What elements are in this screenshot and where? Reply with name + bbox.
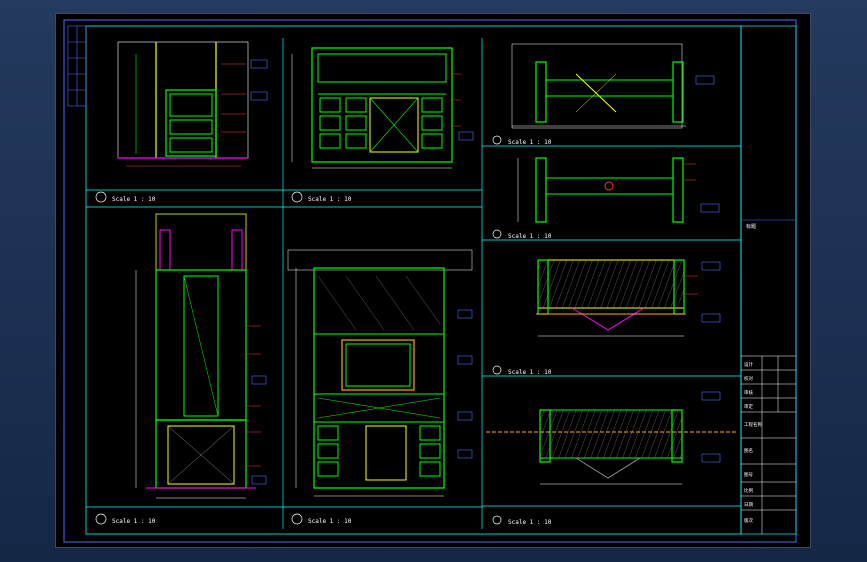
title-block-project: 标题 — [746, 223, 756, 230]
panel-8-scale: Scale 1 : 10 — [308, 518, 352, 525]
panel-grid — [86, 38, 741, 529]
tb-row-drawing-name: 图名 — [744, 447, 753, 454]
panel-1-drawing — [117, 41, 268, 167]
panel-5-drawing — [536, 259, 721, 337]
drawing-sheet[interactable]: Scale 1 : 10 — [55, 13, 811, 548]
panel-1-title: Scale 1 : 10 — [95, 191, 156, 203]
tb-row-review: 审核 — [744, 389, 753, 396]
panel-6-drawing — [486, 391, 736, 485]
panel-2-drawing — [291, 47, 474, 169]
panel-7-drawing — [135, 213, 267, 499]
title-block: 标题 设计 校对 审核 审定 工程名称 图名 图号 比例 日期 版次 — [740, 25, 797, 535]
panel-1-scale: Scale 1 : 10 — [112, 196, 156, 203]
tb-row-scale: 比例 — [744, 487, 753, 494]
tb-row-drawing-no: 图号 — [744, 472, 753, 478]
panel-3-scale: Scale 1 : 10 — [508, 139, 552, 146]
panel-8-title: Scale 1 : 10 — [291, 513, 352, 525]
panel-4-title: Scale 1 : 10 — [492, 229, 552, 240]
panel-4-drawing — [517, 157, 720, 223]
tb-row-design: 设计 — [744, 361, 753, 368]
panel-8-drawing — [287, 249, 473, 497]
drawing-canvas: Scale 1 : 10 — [63, 19, 797, 543]
tb-row-check: 校对 — [744, 375, 753, 382]
panel-7-scale: Scale 1 : 10 — [112, 518, 156, 525]
panel-5-title: Scale 1 : 10 — [492, 365, 552, 376]
tb-row-project: 工程名称 — [744, 421, 762, 428]
panel-6-title: Scale 1 : 10 — [492, 515, 552, 526]
panel-6-scale: Scale 1 : 10 — [508, 519, 552, 526]
panel-3-drawing — [511, 43, 715, 129]
tb-row-approve: 审定 — [744, 403, 753, 410]
panel-3-title: Scale 1 : 10 — [492, 135, 552, 146]
tb-row-revision: 版次 — [744, 517, 753, 524]
panel-4-scale: Scale 1 : 10 — [508, 233, 552, 240]
panel-5-scale: Scale 1 : 10 — [508, 369, 552, 376]
panel-2-scale: Scale 1 : 10 — [308, 196, 352, 203]
left-strip — [67, 25, 87, 107]
panel-2-title: Scale 1 : 10 — [291, 191, 352, 203]
panel-7-title: Scale 1 : 10 — [95, 513, 156, 525]
tb-row-date: 日期 — [744, 502, 753, 508]
